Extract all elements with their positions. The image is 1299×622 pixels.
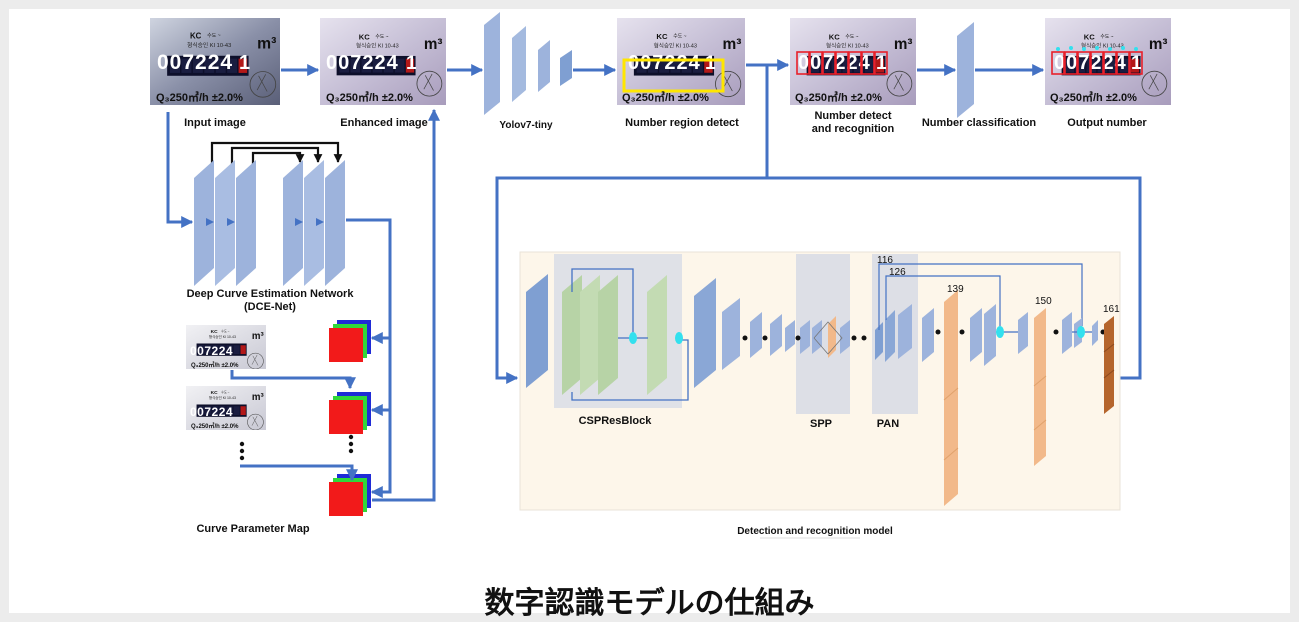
dce-inner-arrows [206,218,324,226]
curve-map-3 [329,474,371,516]
input-meter-last-digit: 1 [239,52,250,74]
model-label: Detection and recognition model [737,526,893,537]
detect-recognition-thumbnail: 007224 1 Q₃250㎥/h ±2.0% [790,18,916,105]
input-image-label: Input image [184,117,246,129]
input-image-thumbnail: 007224 1 Q₃250㎥/h ±2.0% [150,18,280,105]
curve-map-1 [329,320,371,362]
dce-label-line1: Deep Curve Estimation Network [187,288,355,300]
output-meter-rating: Q₃250㎥/h ±2.0% [1050,90,1137,104]
output-number-thumbnail: 007224 1 Q₃250㎥/h ±2.0% [1045,18,1171,105]
model-input-layer [526,274,548,388]
backbone-dots [742,335,768,341]
classification-layer [957,22,974,118]
detect-meter-last-digit: 1 [876,53,887,74]
model-output-connector [767,176,1142,380]
thumb1-digits: 007224 [190,344,233,358]
yolo-tiny-layers [484,12,572,115]
digit-boxes [796,51,888,75]
curve-step-thumbnail-2: 007224 Q₃250㎥/h ±2.0% [186,386,266,430]
enhanced-meter-rating: Q₃250㎥/h ±2.0% [326,90,413,104]
layer-161-label: 161 [1103,304,1120,315]
curve-map-label: Curve Parameter Map [196,523,309,535]
curve-map-2 [329,392,371,434]
curve-step-thumbnail-1: 007224 Q₃250㎥/h ±2.0% [186,325,266,369]
detection-head-139 [943,290,959,506]
region-detect-thumbnail: 007224 1 Q₃250㎥/h ±2.0% [617,18,745,105]
spp-label: SPP [810,418,832,430]
output-label: Output number [1067,117,1147,129]
thumb1-rating: Q₃250㎥/h ±2.0% [191,361,239,369]
ellipsis-dots [239,434,354,461]
neck-node-1 [996,326,1004,338]
map-to-enhanced-arrow [372,108,440,502]
region-meter-digits: 007224 [628,52,701,74]
detect-meter-digits: 007224 [798,52,871,74]
detect-label-line1: Number detect [814,110,891,122]
region-meter-rating: Q₃250㎥/h ±2.0% [622,90,709,104]
region-meter-last-digit: 1 [705,53,716,74]
detection-head-161 [1103,316,1115,414]
csp-label: CSPResBlock [579,415,653,427]
backbone-layers [694,278,795,388]
input-meter-digits: 007224 [157,51,233,74]
output-meter-last-digit: 1 [1131,53,1142,74]
input-meter-rating: Q₃250㎥/h ±2.0% [156,90,243,104]
dce-label-line2: (DCE-Net) [244,301,296,313]
neck-layers [922,304,1098,366]
output-digit-boxes [1051,51,1143,75]
input-to-dce-arrow [166,112,194,228]
thumb2-digits: 007224 [190,405,233,419]
pan-skip-lines [878,263,1083,330]
dce-to-map2-arrow [370,338,392,416]
spp-branches [813,321,843,355]
layer-139-label: 139 [947,284,964,295]
region-highlight-box [622,58,725,93]
layer-116-label: 116 [877,255,893,266]
output-cyan-markers [1056,46,1138,51]
enhanced-image-label: Enhanced image [340,117,427,129]
yolo-label: Yolov7-tiny [499,120,553,131]
curve-iteration-arrows [230,370,358,482]
detect-label-line2: and recognition [812,123,895,135]
detect-meter-rating: Q₃250㎥/h ±2.0% [795,90,882,104]
classification-label: Number classification [922,117,1037,129]
layer-150-label: 150 [1035,296,1052,307]
spp-dots [795,335,867,341]
csp-node-2 [675,332,683,344]
page-title: 数字認識モデルの仕組み [484,586,815,621]
enhanced-meter-last-digit: 1 [406,53,417,74]
enhanced-image-thumbnail: 007224 1 Q₃250㎥/h ±2.0% [320,18,446,105]
dce-to-map1-arrow [346,218,392,344]
thumb2-rating: Q₃250㎥/h ±2.0% [191,422,239,430]
layer-126-label: 126 [889,267,906,278]
dce-to-map3-arrow [370,410,392,498]
dce-net-layers [194,160,345,286]
pan-layers [875,304,912,362]
csp-node-1 [629,332,637,344]
cspresblock-layers [562,275,667,395]
dce-skip-connections [210,141,343,164]
enhanced-meter-digits: 007224 [326,52,399,74]
neck-node-2 [1077,326,1085,338]
detection-head-150 [1033,308,1047,466]
pan-label: PAN [877,418,899,430]
region-to-model-arrow [495,65,769,384]
region-label: Number region detect [625,117,739,129]
